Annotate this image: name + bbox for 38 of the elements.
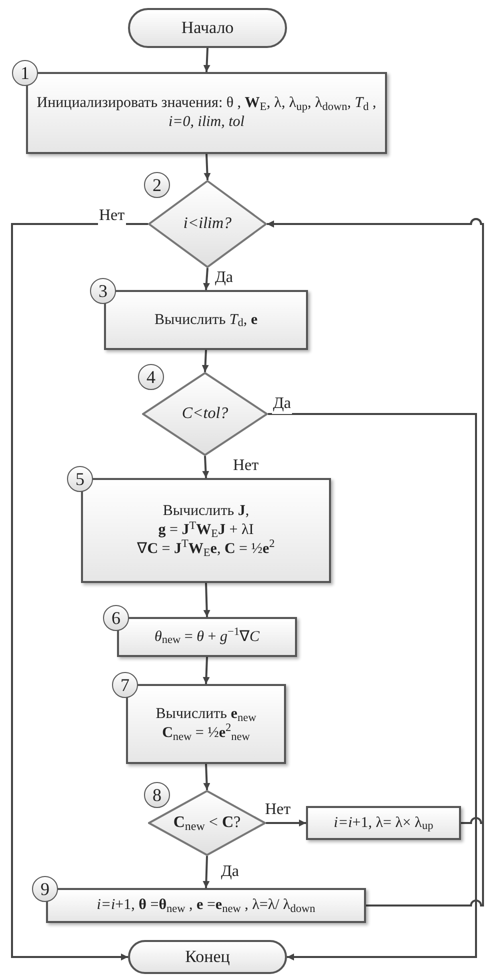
process-box [306, 806, 461, 840]
step-number: 1 [12, 60, 38, 86]
step-number: 7 [112, 672, 138, 698]
arrow [202, 350, 209, 372]
node-text: C<tol? [182, 404, 228, 424]
arrow [203, 764, 210, 790]
node-text: i<ilim? [183, 214, 232, 234]
arrow [266, 820, 306, 826]
node-text: Вычислить e$_{new}$ [156, 705, 256, 724]
arrow [202, 856, 210, 888]
arrow [204, 154, 211, 180]
node-text: Конец [185, 946, 230, 968]
arrow [203, 48, 210, 72]
step-number: 8 [144, 782, 170, 808]
end-terminal [128, 940, 287, 974]
step-number: 3 [90, 278, 116, 304]
node-text: Начало [181, 17, 234, 39]
step-number: 6 [103, 605, 129, 631]
arrow [11, 223, 148, 960]
node-text: g = J$^{T}$W$_{E}$J + λI [158, 521, 254, 540]
step-number: 9 [32, 876, 58, 902]
step-number: 5 [67, 466, 93, 492]
node-text: Инициализировать значения: θ , W$_{E}$, λ, λ$_{up}$, λ$_{down}$, T$_{d}$ , i=0, ilim, tol [36, 94, 377, 132]
node-text: Вычислить T$_{d}$, e [154, 310, 258, 330]
node-text: θ$_{new}$ = θ + g$^{−1}$∇C [154, 628, 260, 646]
node-text: ∇C = J$^{T}$W$_{E}$e, C = ½e$^{2}$ [137, 540, 275, 559]
arrow [202, 656, 210, 684]
node-text: C$_{new}$ < C? [173, 813, 241, 833]
step-number: 4 [138, 364, 164, 390]
node-text: i=i+1, θ =θ$_{new}$ , e =e$_{new}$ , λ=λ/ λ$_{down}$ [96, 896, 316, 915]
arrow [268, 413, 477, 960]
arrow [203, 582, 210, 618]
node-text: i=i+1, λ= λ× λ$_{up}$ [334, 814, 434, 832]
arrow [202, 268, 210, 290]
step-number: 2 [144, 172, 170, 198]
start-terminal [128, 8, 287, 48]
node-text: Вычислить J, [162, 502, 250, 522]
arrow [202, 456, 210, 478]
